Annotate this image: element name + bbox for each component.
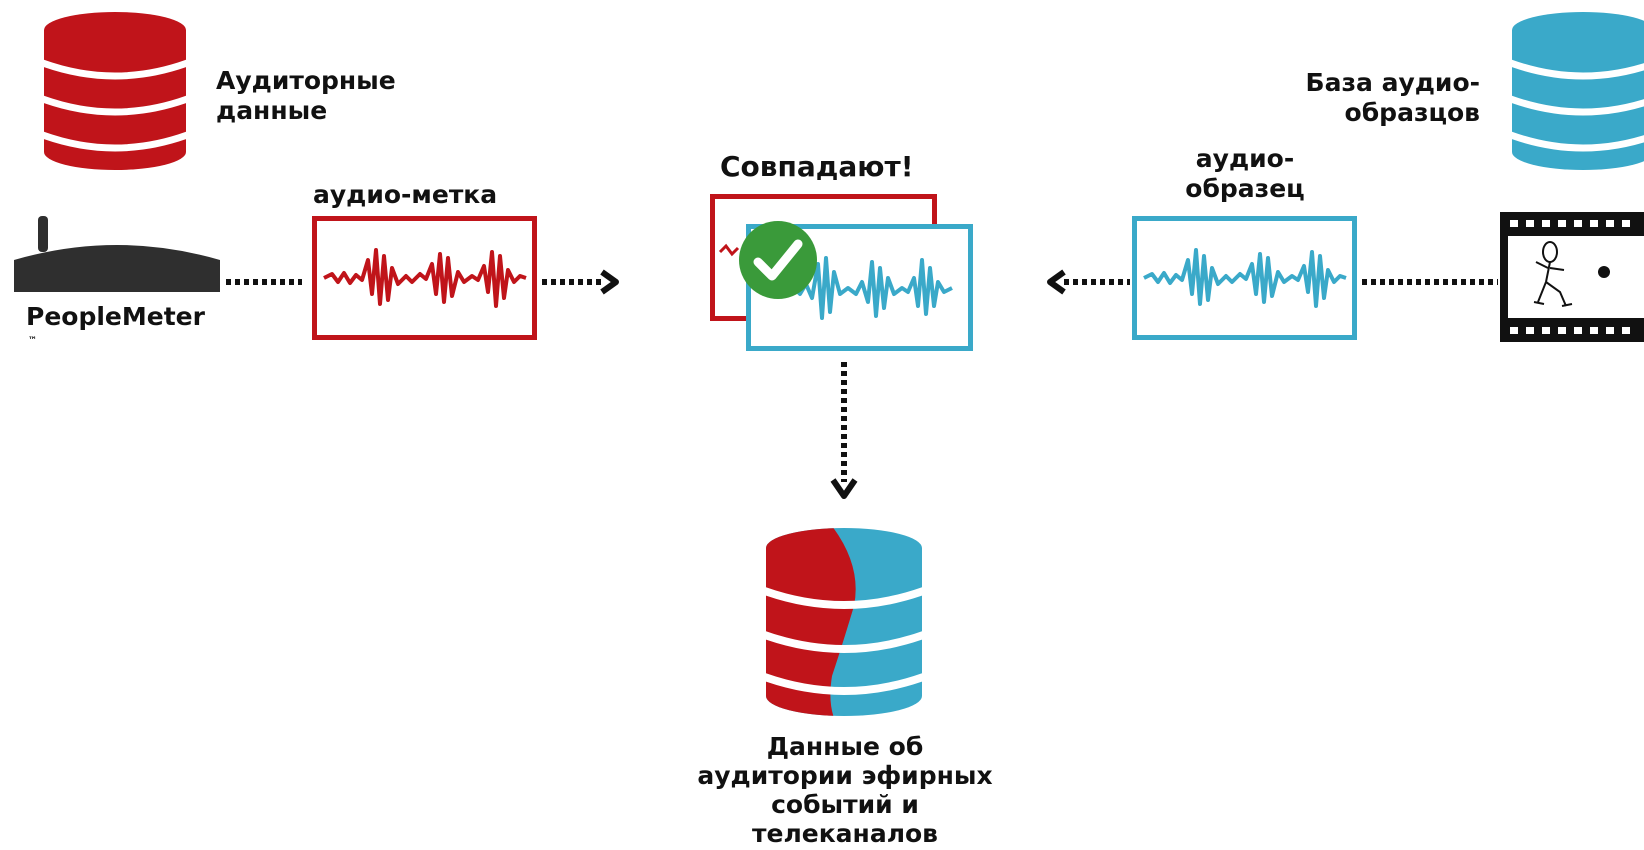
sample-base-label: База аудио- образцов <box>1305 68 1480 127</box>
people-meter-label: PeopleMeter <box>26 302 205 331</box>
audience-database-icon <box>44 12 186 170</box>
trademark-label: ™ <box>28 336 38 346</box>
people-meter-device-icon <box>14 216 220 292</box>
arrow-right-icon <box>542 269 619 295</box>
match-label: Совпадают! <box>720 150 914 183</box>
audio-sample-label: аудио- образец <box>1185 144 1305 203</box>
sample-database-icon <box>1512 12 1644 170</box>
result-label: Данные об аудитории эфирных событий и те… <box>697 732 993 848</box>
dotted-connector <box>1362 279 1498 285</box>
audience-data-label: Аудиторные данные <box>216 66 396 125</box>
arrow-left-icon <box>1047 269 1130 295</box>
audio-mark-label: аудио-метка <box>313 180 498 209</box>
audio-sample-waveform-box <box>1132 216 1357 340</box>
dotted-connector <box>226 279 302 285</box>
combined-database-icon <box>766 528 922 716</box>
checkmark-icon <box>739 221 817 299</box>
film-strip-icon <box>1500 212 1644 342</box>
audio-mark-waveform-box <box>312 216 537 340</box>
arrow-down-icon <box>830 362 858 499</box>
